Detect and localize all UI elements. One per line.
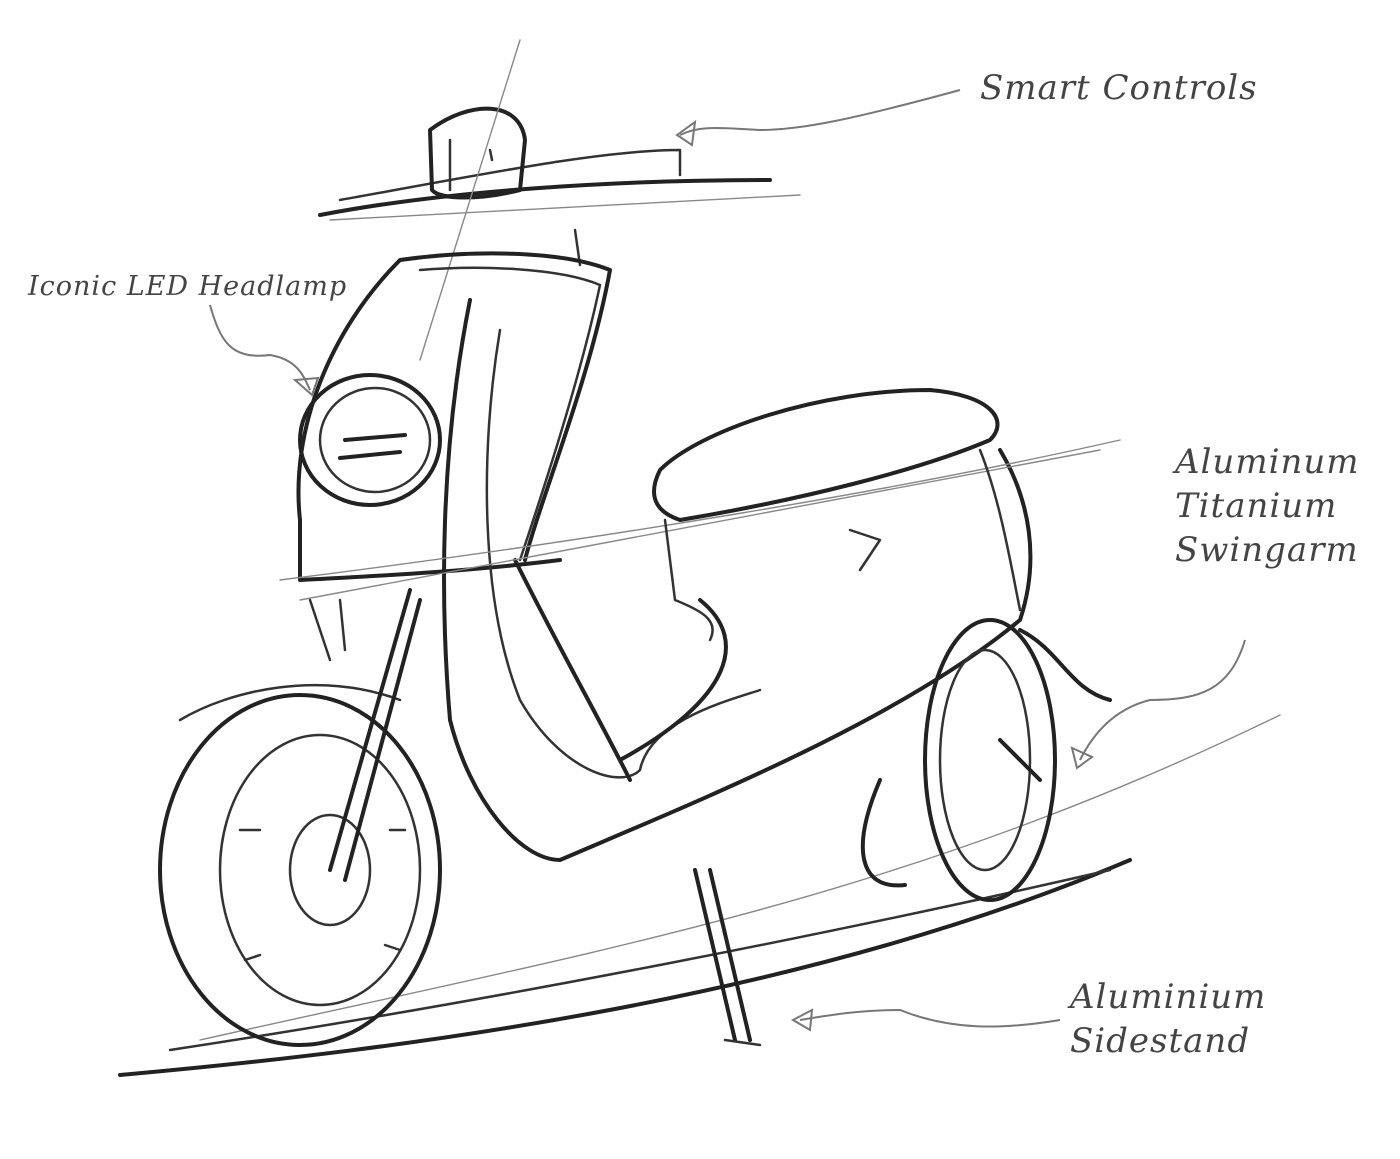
annotation-headlamp: Iconic LED Headlamp bbox=[28, 271, 348, 302]
sidestand-line-1: Aluminium bbox=[1070, 977, 1267, 1017]
ground-shadow bbox=[118, 714, 1281, 1077]
sidestand bbox=[693, 868, 762, 1047]
front-fork bbox=[308, 588, 422, 882]
arrow-smart-controls bbox=[679, 89, 961, 136]
sidestand-line-2: Sidestand bbox=[1070, 1021, 1251, 1061]
body-frame bbox=[279, 298, 1121, 862]
arrow-headlamp bbox=[209, 304, 311, 391]
headlamp bbox=[298, 373, 442, 507]
annotation-smart-controls: Smart Controls bbox=[980, 68, 1258, 108]
swingarm-line-3: Swingarm bbox=[1175, 530, 1359, 570]
rear-wheel bbox=[860, 618, 1112, 902]
seat bbox=[652, 388, 1022, 642]
annotation-swingarm: Aluminum Titanium Swingarm bbox=[1175, 440, 1359, 572]
handlebar bbox=[318, 39, 801, 361]
swingarm-line-1: Aluminum bbox=[1175, 442, 1360, 482]
annotation-sidestand: Aluminium Sidestand bbox=[1070, 975, 1266, 1063]
arrow-sidestand bbox=[799, 1008, 1061, 1028]
swingarm-line-2: Titanium bbox=[1175, 486, 1338, 526]
arrow-swingarm bbox=[1079, 639, 1246, 761]
annotation-arrows bbox=[209, 89, 1246, 1032]
front-shield bbox=[296, 251, 612, 582]
front-wheel bbox=[158, 683, 442, 1047]
